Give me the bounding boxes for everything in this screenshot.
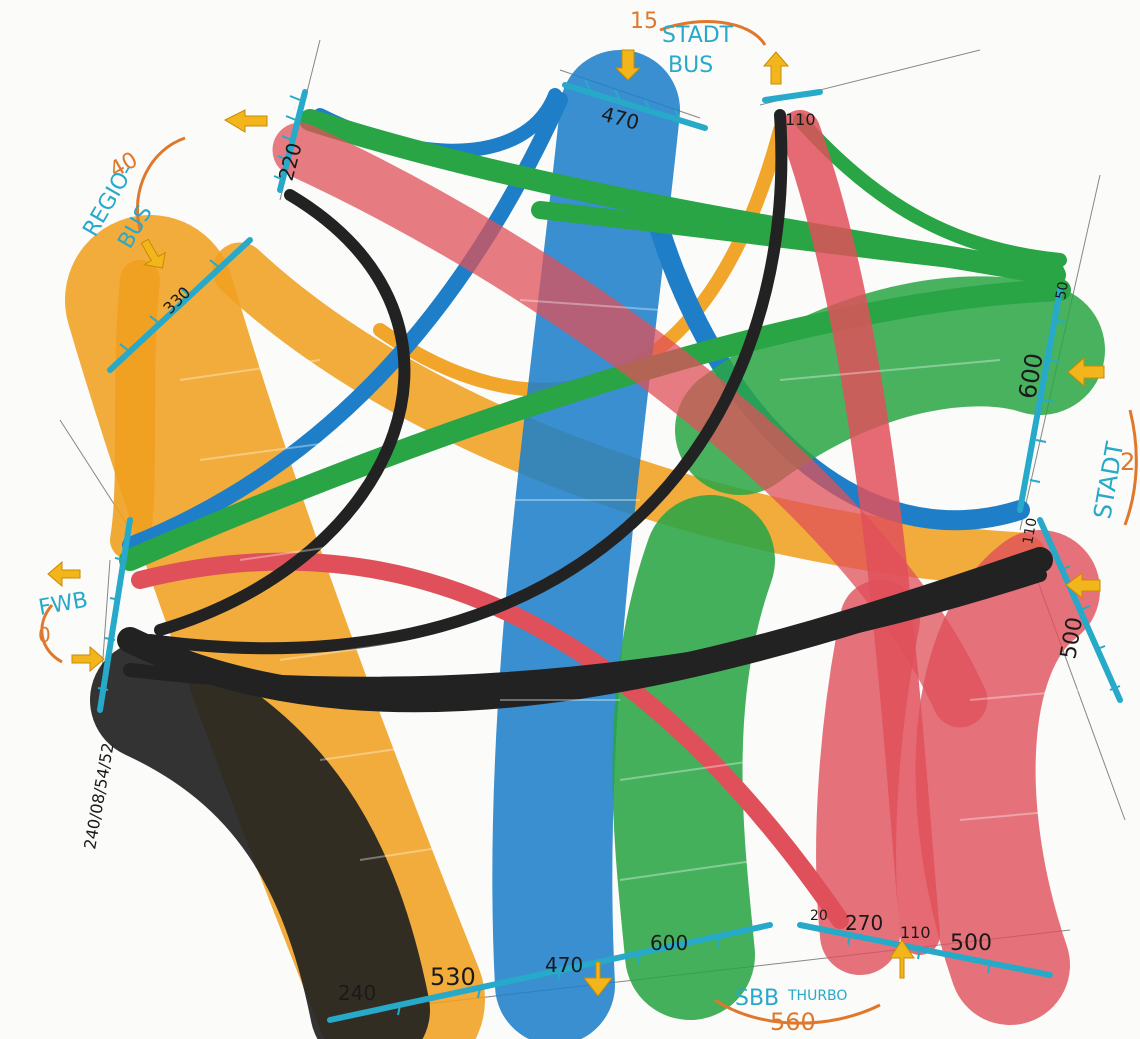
arrow-up-bottom-icon [889, 939, 915, 979]
stadt-top-label: STADT [662, 23, 734, 48]
place-labels: 15 STADT BUS 40 REGIO- BUS STADT 2 FWB 0… [37, 9, 1136, 1036]
stadt-bus-curve [659, 20, 767, 46]
arrow-right-fwb-icon [71, 645, 105, 673]
sbb-curve [714, 998, 881, 1025]
right-upper-edge [1017, 287, 1063, 513]
stadt-bus-count-label: 15 [630, 9, 658, 34]
num-500-bottom: 500 [950, 931, 992, 956]
black-flow-bands [90, 109, 1053, 1039]
num-110-top: 110 [785, 110, 816, 129]
fwb-count-label: 0 [38, 623, 51, 647]
num-50: 50 [1053, 280, 1072, 300]
num-20: 20 [810, 908, 828, 924]
annotation-curves [40, 20, 1138, 1025]
hatching-texture [179, 299, 1081, 881]
regio-bus-edge [107, 237, 253, 373]
left-edge [97, 517, 133, 713]
arrow-left-right-lower-icon [1065, 572, 1101, 600]
num-600-bottom: 600 [650, 931, 688, 955]
stadt-right-count-label: 2 [1120, 448, 1135, 476]
sbb-sub-label: THURBO [787, 988, 847, 1004]
num-left-stack: 240/08/54/52 [80, 741, 117, 850]
fwb-curve [40, 604, 63, 664]
sbb-count-label: 560 [770, 1008, 816, 1036]
arrow-down-stadtbus-icon [614, 49, 642, 81]
top-center-edge [562, 82, 708, 131]
top-left-edge [277, 89, 308, 193]
num-110-right: 110 [1020, 517, 1040, 546]
green-flow-bands [119, 109, 1105, 1020]
bus-top-label: BUS [668, 53, 713, 78]
bottom-right-edge [797, 922, 1053, 978]
bottom-left-edge [327, 922, 773, 1023]
arrow-left-fwb-icon [47, 560, 81, 588]
stop-edges [97, 82, 1123, 1023]
regio-curve [135, 136, 186, 231]
fwb-label: FWB [37, 588, 90, 621]
num-530: 530 [430, 963, 476, 991]
num-110: 110 [900, 923, 931, 942]
arrow-down-bottom-icon [582, 961, 614, 997]
top-right-edge [762, 89, 823, 103]
edge-hatches [97, 79, 1121, 1016]
num-270: 270 [845, 911, 883, 935]
arrow-regio-icon [140, 238, 166, 269]
stadt-right-curve [1123, 409, 1138, 526]
num-470: 470 [545, 953, 583, 977]
arrow-left-topleft-icon [223, 109, 268, 133]
arrow-up-top-icon [762, 51, 790, 85]
sbb-label: SBB [735, 986, 779, 1011]
num-240: 240 [338, 981, 376, 1005]
direction-arrows [47, 49, 1105, 997]
arrow-left-right-icon [1067, 356, 1105, 388]
